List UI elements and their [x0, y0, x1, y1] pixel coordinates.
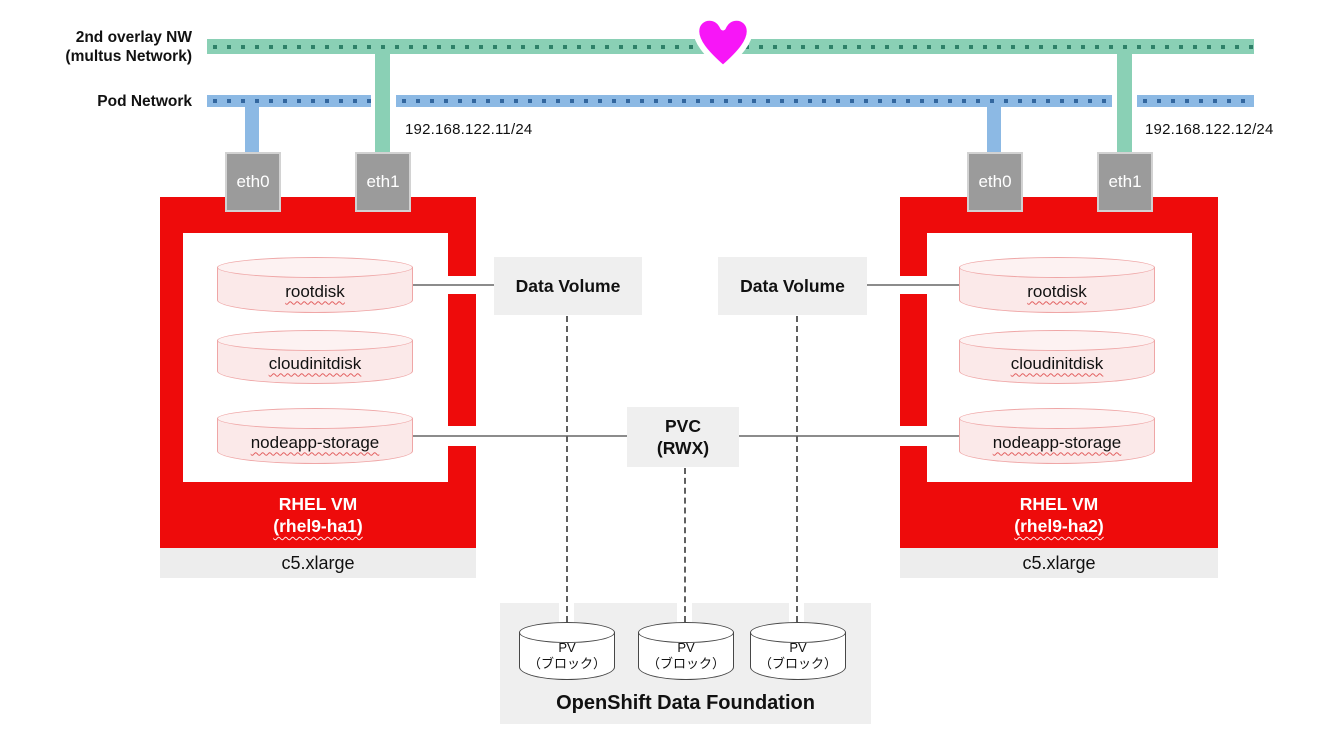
nic-eth1-left: eth1	[355, 152, 411, 212]
nic-eth0-left: eth0	[225, 152, 281, 212]
pod-network-bar-right	[1137, 95, 1254, 107]
pv2-label-line1: PV	[677, 640, 695, 655]
nodeapp-storage-label-right: nodeapp-storage	[992, 432, 1122, 452]
nodeapp-storage-cylinder-right: nodeapp-storage	[959, 408, 1155, 464]
vm-right-title: RHEL VM	[1019, 494, 1099, 514]
overlay-network-label-line1: 2nd overlay NW	[75, 29, 192, 46]
nic-eth1-right: eth1	[1097, 152, 1153, 212]
pod-network-bar-left	[207, 95, 371, 107]
pod-link-right-eth0	[987, 105, 1001, 155]
overlay-link-left-eth1	[375, 52, 390, 155]
pod-network-label: Pod Network	[97, 93, 192, 110]
pod-network-bar-mid	[396, 95, 1112, 107]
pvc-box: PVC (RWX)	[627, 407, 739, 467]
line-rootdisk-datavolume-left	[412, 284, 494, 286]
data-volume-box-right: Data Volume	[718, 257, 867, 315]
line-datavolume-rootdisk-right	[866, 284, 960, 286]
vm-left-name: RHEL VM (rhel9-ha1)	[160, 493, 476, 537]
pv3-label-line1: PV	[789, 640, 807, 655]
cloudinitdisk-label-left: cloudinitdisk	[268, 353, 362, 373]
ip-label-left: 192.168.122.11/24	[405, 121, 533, 138]
vm-left-title: RHEL VM	[278, 494, 358, 514]
overlay-network-label: 2nd overlay NW (multus Network)	[0, 28, 192, 66]
rootdisk-label-right: rootdisk	[1027, 281, 1087, 301]
pvc-label-line1: PVC	[665, 416, 701, 436]
pv-cylinder-1: PV （ブロック）	[519, 622, 615, 680]
vm-right-instance-type: c5.xlarge	[900, 548, 1218, 578]
pod-link-left-eth0	[245, 105, 259, 155]
vm-left-subtitle: (rhel9-ha1)	[273, 516, 363, 536]
pv1-label-line1: PV	[558, 640, 576, 655]
rootdisk-cylinder-right: rootdisk	[959, 257, 1155, 313]
nic-eth0-right: eth0	[967, 152, 1023, 212]
pv-cylinder-2: PV （ブロック）	[638, 622, 734, 680]
overlay-link-right-eth1	[1117, 52, 1132, 155]
data-volume-box-left: Data Volume	[494, 257, 642, 315]
line-nodeapp-pvc-left	[412, 435, 628, 437]
nodeapp-storage-cylinder-left: nodeapp-storage	[217, 408, 413, 464]
dash-datavolume-left-to-pv	[566, 316, 568, 622]
rootdisk-label-left: rootdisk	[285, 281, 345, 301]
line-pvc-nodeapp-right	[738, 435, 960, 437]
overlay-network-label-line2: (multus Network)	[65, 48, 192, 65]
vm-right-subtitle: (rhel9-ha2)	[1014, 516, 1104, 536]
heart-icon	[692, 13, 754, 75]
vm-right-name: RHEL VM (rhel9-ha2)	[900, 493, 1218, 537]
cloudinitdisk-cylinder-left: cloudinitdisk	[217, 330, 413, 384]
dash-pvc-to-pv	[684, 468, 686, 622]
pvc-label-line2: (RWX)	[656, 438, 710, 458]
dash-datavolume-right-to-pv	[796, 316, 798, 622]
cloudinitdisk-cylinder-right: cloudinitdisk	[959, 330, 1155, 384]
pv1-label-line2: （ブロック）	[527, 656, 606, 671]
odf-title: OpenShift Data Foundation	[556, 692, 815, 714]
ip-label-right: 192.168.122.12/24	[1145, 121, 1274, 138]
pv3-label-line2: （ブロック）	[758, 656, 837, 671]
rootdisk-cylinder-left: rootdisk	[217, 257, 413, 313]
cloudinitdisk-label-right: cloudinitdisk	[1010, 353, 1104, 373]
nodeapp-storage-label-left: nodeapp-storage	[250, 432, 380, 452]
vm-left-instance-type: c5.xlarge	[160, 548, 476, 578]
pv2-label-line2: （ブロック）	[646, 656, 725, 671]
pv-cylinder-3: PV （ブロック）	[750, 622, 846, 680]
